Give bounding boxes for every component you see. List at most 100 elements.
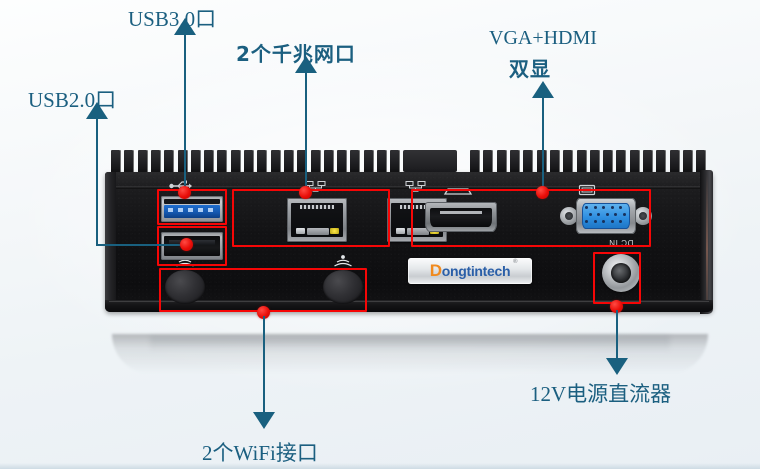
vga-pin	[610, 206, 614, 209]
label-display-line2: 双显	[509, 53, 551, 82]
label-usb2-text: USB2.0口	[28, 88, 117, 112]
arrow-lan	[295, 56, 317, 73]
vga-pin	[622, 213, 626, 216]
usb3-slot	[164, 199, 220, 204]
rj45-pins-2	[400, 205, 434, 209]
usb-3-0-port[interactable]	[161, 196, 223, 222]
rj45-act-led-1	[330, 228, 339, 234]
heatsink-fin	[137, 150, 147, 172]
heatsink-fin	[124, 150, 134, 172]
rj45-pins-1	[300, 205, 334, 209]
vga-screw-right	[634, 207, 652, 225]
label-usb3-text: USB3.0口	[128, 7, 217, 31]
brand-name: ongtintech	[441, 263, 511, 279]
rj45-tab-1	[307, 228, 329, 235]
heatsink-fin	[510, 150, 519, 172]
heatsink-fin	[164, 150, 174, 172]
leader-display	[542, 95, 544, 193]
vga-screw-left	[560, 207, 578, 225]
heatsink-fin	[483, 150, 493, 172]
dot-usb2	[180, 238, 193, 251]
vga-port[interactable]	[560, 198, 652, 234]
wifi-silkscreen-icon-2	[331, 254, 355, 269]
label-power-text: 12V电源直流器	[530, 382, 672, 406]
heatsink-fin	[470, 150, 480, 172]
heatsink-fin	[244, 150, 253, 172]
rj45-link-led-1	[296, 228, 305, 234]
dot-wifi	[257, 306, 270, 319]
vga-pin	[585, 206, 588, 209]
hdmi-cavity	[430, 208, 492, 227]
leader-power	[616, 310, 618, 362]
heatsink-fin	[297, 150, 307, 172]
label-usb2: USB2.0口	[28, 84, 116, 114]
heatsink-fin	[603, 150, 613, 172]
label-lan-text: 2个千兆网口	[236, 42, 356, 66]
arrow-usb3	[174, 18, 196, 35]
label-lan: 2个千兆网口	[236, 38, 356, 67]
vga-blue-face	[582, 203, 630, 229]
hdmi-port[interactable]	[425, 202, 497, 232]
ethernet-port-1[interactable]	[287, 198, 347, 242]
leader-lan	[305, 70, 307, 192]
label-wifi-text: 2个WiFi接口	[202, 441, 318, 465]
rj45-tab-2	[407, 228, 429, 235]
dot-power	[610, 300, 623, 313]
dot-display	[536, 186, 549, 199]
brand-registered-icon: ®	[513, 259, 518, 265]
usb3-blue-tongue	[164, 205, 220, 218]
heatsink-fin	[270, 150, 280, 172]
heatsink-fin	[257, 150, 267, 172]
dc-in-power-jack[interactable]	[602, 254, 640, 292]
heatsink-fin	[111, 150, 120, 172]
highlight-power	[593, 252, 641, 304]
heatsink-fin	[496, 150, 506, 172]
chassis-right-bevel	[700, 170, 713, 314]
dot-lan	[299, 186, 312, 199]
heatsink-fin	[563, 150, 573, 172]
device-chassis: DC IN Dongtintech®	[105, 150, 713, 332]
highlight-usb3	[157, 189, 227, 225]
highlight-lan	[232, 189, 390, 247]
heatsink-fin	[323, 150, 333, 172]
label-display-line2-text: 双显	[509, 57, 551, 81]
vga-pin	[588, 213, 592, 216]
heatsink-fin	[337, 150, 347, 172]
heatsink-fin	[310, 150, 320, 172]
heatsink-fin	[682, 150, 692, 172]
highlight-usb2	[157, 226, 227, 266]
wifi-antenna-hole-2[interactable]	[323, 270, 363, 304]
vga-pin	[605, 213, 609, 216]
heatsink-fin	[204, 150, 214, 172]
heatsink-fin	[283, 150, 293, 172]
highlight-display	[411, 189, 651, 247]
wifi-antenna-hole-1[interactable]	[165, 270, 205, 304]
label-wifi: 2个WiFi接口	[202, 437, 318, 467]
heatsink-fin	[377, 150, 386, 172]
heatsink-fin	[669, 150, 679, 172]
vga-pin	[610, 220, 614, 223]
leader-usb2-horizontal	[96, 244, 186, 246]
heatsink-fin	[230, 150, 240, 172]
heatsink-fin	[643, 150, 652, 172]
chassis-reflection-highlight	[150, 336, 670, 352]
heatsink-fin	[536, 150, 546, 172]
heatsink-fin	[190, 150, 200, 172]
vga-pin	[593, 220, 597, 223]
vga-pin	[585, 220, 588, 223]
rj45-cavity-1	[291, 203, 343, 237]
leader-wifi	[263, 316, 265, 416]
heatsink-fin	[523, 150, 533, 172]
heatsink-fin	[549, 150, 559, 172]
arrow-usb2	[86, 102, 108, 119]
dot-usb3	[178, 186, 191, 199]
vga-pin	[602, 206, 605, 209]
vga-pin	[597, 213, 600, 216]
vga-pin	[619, 206, 622, 209]
label-usb3: USB3.0口	[128, 3, 216, 33]
heatsink-fin	[696, 150, 706, 172]
leader-usb3	[184, 32, 186, 192]
heatsink-fin	[363, 150, 373, 172]
heatsink-fin	[656, 150, 666, 172]
vga-pin	[602, 220, 605, 223]
